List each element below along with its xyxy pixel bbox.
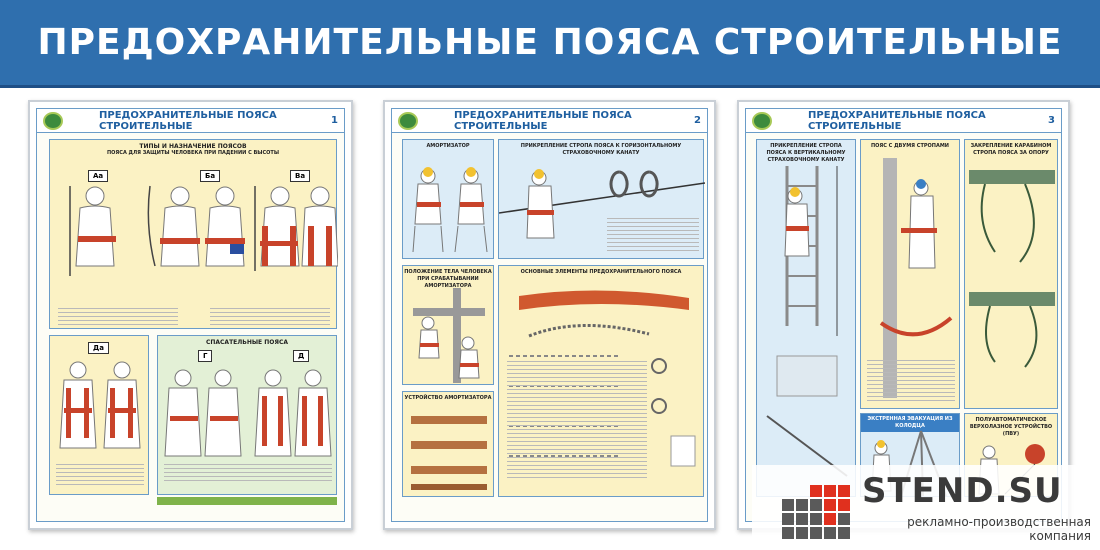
poster-3-two-straps-panel: ПОЯС С ДВУМЯ СТРОПАМИ <box>860 139 960 409</box>
poster-3-header: ПРЕДОХРАНИТЕЛЬНЫЕ ПОЯСА СТРОИТЕЛЬНЫЕ 3 <box>746 109 1061 133</box>
poster-2-elements-panel: ОСНОВНЫЕ ЭЛЕМЕНТЫ ПРЕДОХРАНИТЕЛЬНОГО ПОЯ… <box>498 265 704 497</box>
poster-2-title: ПРЕДОХРАНИТЕЛЬНЫЕ ПОЯСА СТРОИТЕЛЬНЫЕ <box>454 109 632 132</box>
poster-1-rescue-right-text <box>164 464 332 484</box>
top-banner: ПРЕДОХРАНИТЕЛЬНЫЕ ПОЯСА СТРОИТЕЛЬНЫЕ <box>0 0 1100 88</box>
poster-2: ПРЕДОХРАНИТЕЛЬНЫЕ ПОЯСА СТРОИТЕЛЬНЫЕ 2 А… <box>383 100 716 530</box>
poster-2-elements-heading: ОСНОВНЫЕ ЭЛЕМЕНТЫ ПРЕДОХРАНИТЕЛЬНОГО ПОЯ… <box>520 269 682 275</box>
poster-1-rescue-left-text <box>56 464 144 488</box>
poster-3-title: ПРЕДОХРАНИТЕЛЬНЫЕ ПОЯСА СТРОИТЕЛЬНЫЕ <box>808 109 986 132</box>
banner-title: ПРЕДОХРАНИТЕЛЬНЫЕ ПОЯСА СТРОИТЕЛЬНЫЕ <box>37 22 1063 63</box>
poster-2-attach-heading: ПРИКРЕПЛЕНИЕ СТРОПА ПОЯСА К ГОРИЗОНТАЛЬН… <box>520 143 682 156</box>
poster-3-two-straps-heading: ПОЯС С ДВУМЯ СТРОПАМИ <box>870 143 949 149</box>
poster-1-rescue-figures-left <box>59 361 141 449</box>
poster-3-carabiner-panel: ЗАКРЕПЛЕНИЕ КАРАБИНОМ СТРОПА ПОЯСА ЗА ОП… <box>964 139 1058 409</box>
poster-2-body: ПРЕДОХРАНИТЕЛЬНЫЕ ПОЯСА СТРОИТЕЛЬНЫЕ 2 А… <box>391 108 708 522</box>
poster-1-green-footer <box>157 497 337 505</box>
poster-3-body: ПРЕДОХРАНИТЕЛЬНЫЕ ПОЯСА СТРОИТЕЛЬНЫЕ 3 П… <box>745 108 1062 522</box>
stend-logo: STEND.SU рекламно-производственная компа… <box>752 465 1100 550</box>
poster-3-logo-icon <box>752 111 772 130</box>
poster-1-header: ПРЕДОХРАНИТЕЛЬНЫЕ ПОЯСА СТРОИТЕЛЬНЫЕ 1 <box>37 109 344 133</box>
poster-3-two-straps-text <box>867 360 955 404</box>
poster-1-types-heading: ТИПЫ И НАЗНАЧЕНИЕ ПОЯСОВ <box>139 143 247 150</box>
poster-1-tag-ba: Ба <box>200 170 221 182</box>
poster-1-tag-da: Да <box>88 342 109 354</box>
poster-3-vertical-heading: ПРИКРЕПЛЕНИЕ СТРОПА ПОЯСА К ВЕРТИКАЛЬНОМ… <box>766 143 846 163</box>
poster-1-types-subheading: ПОЯСА ДЛЯ ЗАЩИТЫ ЧЕЛОВЕКА ПРИ ПАДЕНИИ С … <box>106 150 280 156</box>
poster-2-attach-text <box>607 218 699 254</box>
poster-2-number: 2 <box>694 115 701 126</box>
poster-1-tag-g: Г <box>198 350 213 362</box>
poster-1-rescue-right-panel: СПАСАТЕЛЬНЫЕ ПОЯСА Г Д <box>157 335 337 495</box>
poster-3: ПРЕДОХРАНИТЕЛЬНЫЕ ПОЯСА СТРОИТЕЛЬНЫЕ 3 П… <box>737 100 1070 530</box>
poster-3-carabiner-figure <box>969 170 1055 368</box>
poster-2-device-figure <box>411 416 487 490</box>
poster-3-vertical-panel: ПРИКРЕПЛЕНИЕ СТРОПА ПОЯСА К ВЕРТИКАЛЬНОМ… <box>756 139 856 497</box>
poster-3-number: 3 <box>1048 115 1055 126</box>
poster-3-evacuation-heading: ЭКСТРЕННАЯ ЭВАКУАЦИЯ ИЗ КОЛОДЦА <box>861 414 959 432</box>
poster-2-position-heading: ПОЛОЖЕНИЕ ТЕЛА ЧЕЛОВЕКА ПРИ СРАБАТЫВАНИИ… <box>404 269 492 289</box>
poster-2-device-heading: УСТРОЙСТВО АМОРТИЗАТОРА <box>404 395 492 401</box>
poster-1-types-panel: ТИПЫ И НАЗНАЧЕНИЕ ПОЯСОВ ПОЯСА ДЛЯ ЗАЩИТ… <box>49 139 338 329</box>
poster-2-absorber-heading: АМОРТИЗАТОР <box>426 143 470 149</box>
poster-3-ladder-figure <box>766 166 848 477</box>
poster-2-absorber-panel: АМОРТИЗАТОР <box>402 139 494 259</box>
poster-2-header: ПРЕДОХРАНИТЕЛЬНЫЕ ПОЯСА СТРОИТЕЛЬНЫЕ 2 <box>392 109 707 133</box>
poster-2-absorber-figures <box>412 167 488 253</box>
poster-1-types-text <box>58 308 178 326</box>
poster-2-device-panel: УСТРОЙСТВО АМОРТИЗАТОРА <box>402 391 494 497</box>
poster-3-carabiner-heading: ЗАКРЕПЛЕНИЕ КАРАБИНОМ СТРОПА ПОЯСА ЗА ОП… <box>970 143 1052 156</box>
poster-1-rescue-heading: СПАСАТЕЛЬНЫЕ ПОЯСА <box>205 339 289 346</box>
poster-2-elements-text <box>507 361 647 481</box>
poster-2-attach-figure <box>499 169 705 239</box>
poster-2-position-figures <box>413 288 485 383</box>
poster-1-tag-aa: Аа <box>88 170 109 182</box>
poster-1: ПРЕДОХРАНИТЕЛЬНЫЕ ПОЯСА СТРОИТЕЛЬНЫЕ 1 Т… <box>28 100 353 530</box>
poster-1-types-text-2 <box>210 308 330 326</box>
poster-1-rescue-left-panel: Да <box>49 335 149 495</box>
poster-1-title: ПРЕДОХРАНИТЕЛЬНЫЕ ПОЯСА СТРОИТЕЛЬНЫЕ <box>99 109 277 132</box>
stend-logo-tagline: рекламно-производственная компания <box>907 515 1091 543</box>
poster-2-attach-panel: ПРИКРЕПЛЕНИЕ СТРОПА ПОЯСА К ГОРИЗОНТАЛЬН… <box>498 139 705 259</box>
poster-3-pole-figure <box>879 158 953 398</box>
poster-1-body: ПРЕДОХРАНИТЕЛЬНЫЕ ПОЯСА СТРОИТЕЛЬНЫЕ 1 Т… <box>36 108 345 522</box>
poster-2-logo-icon <box>398 111 418 130</box>
poster-1-worker-figures <box>69 185 338 276</box>
poster-3-semi-auto-heading: ПОЛУАВТОМАТИЧЕСКОЕ ВЕРХОЛАЗНОЕ УСТРОЙСТВ… <box>969 417 1053 437</box>
poster-1-rescue-figures-right <box>164 369 332 457</box>
poster-1-logo-icon <box>43 111 63 130</box>
poster-2-position-panel: ПОЛОЖЕНИЕ ТЕЛА ЧЕЛОВЕКА ПРИ СРАБАТЫВАНИИ… <box>402 265 494 385</box>
poster-1-tag-va: Ва <box>290 170 311 182</box>
poster-1-tag-d: Д <box>293 350 310 362</box>
stend-logo-name: STEND.SU <box>862 471 1063 511</box>
poster-1-number: 1 <box>331 115 338 126</box>
